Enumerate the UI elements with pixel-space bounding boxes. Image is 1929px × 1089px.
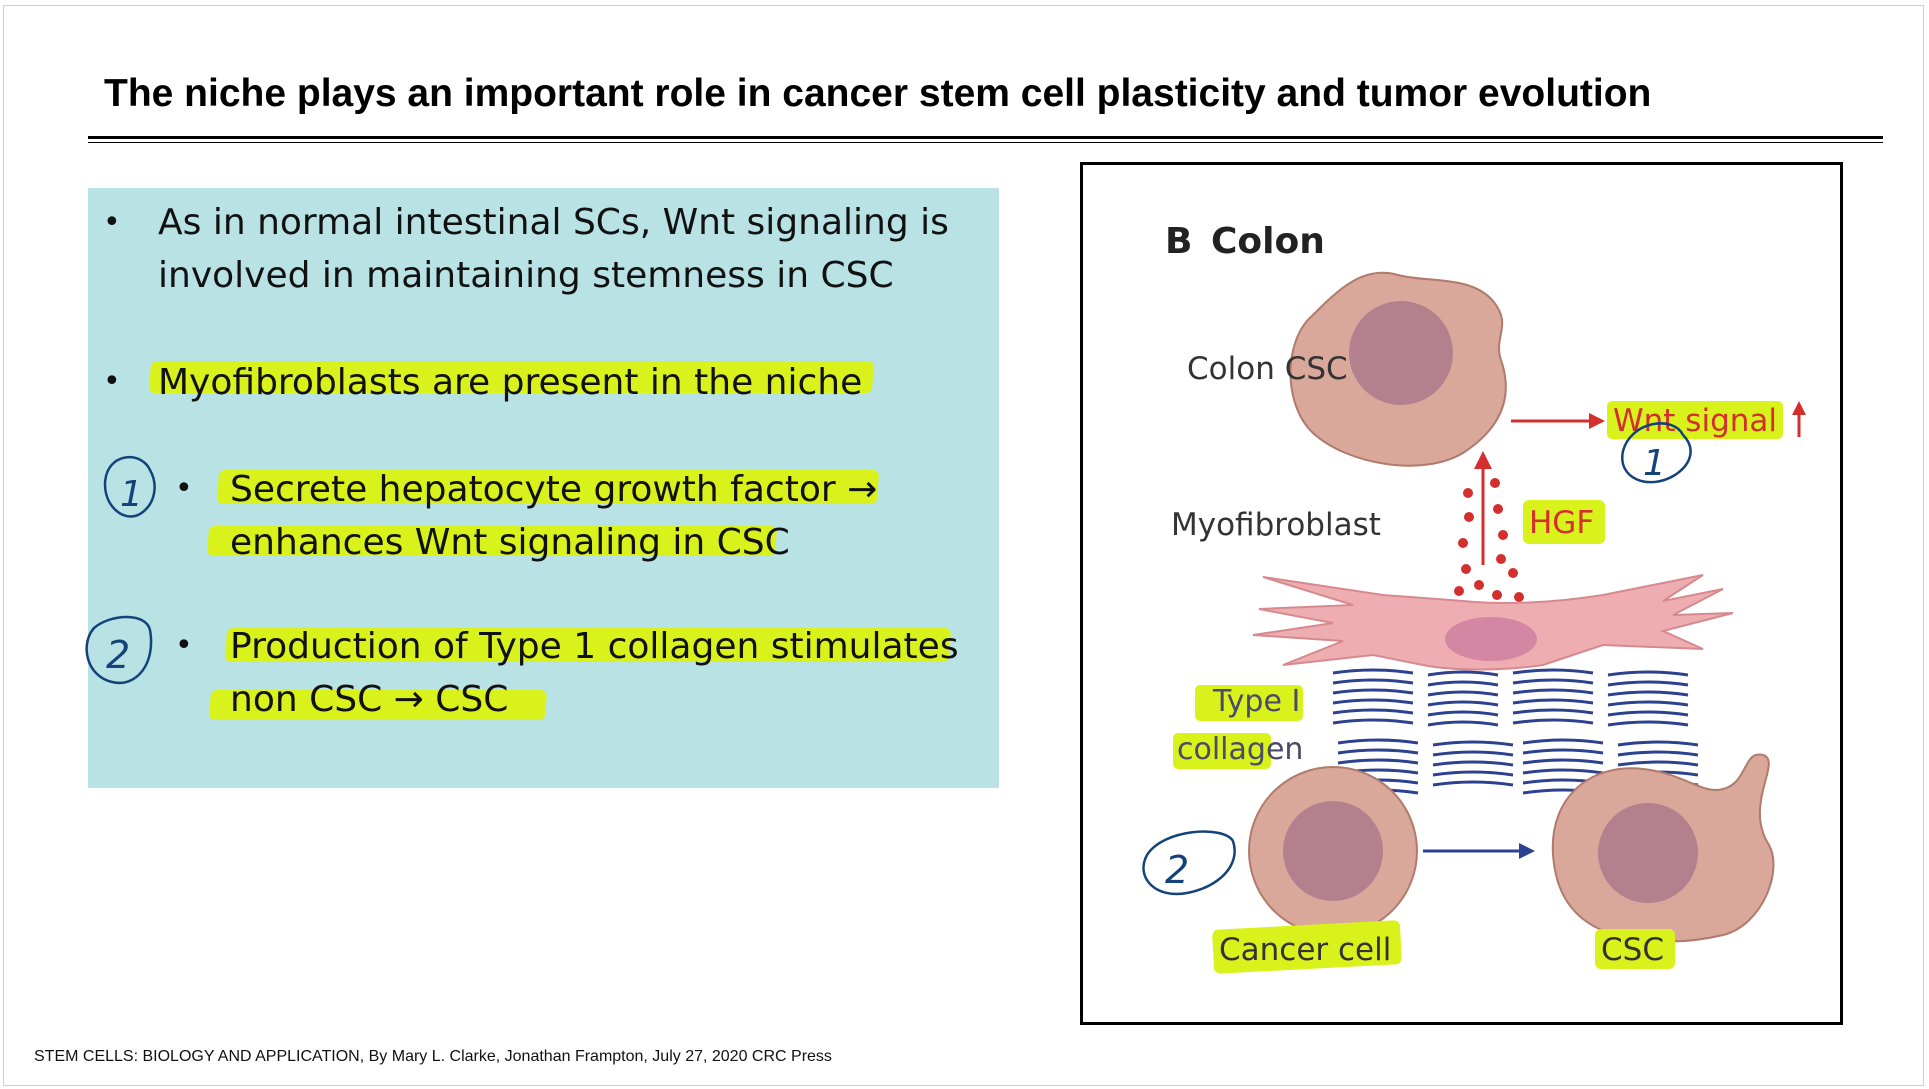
sub-bullet-glyph: •	[175, 628, 193, 663]
sub-bullet-1-line-2: enhances Wnt signaling in CSC	[230, 522, 790, 563]
annotation-number-2: 2	[106, 633, 130, 677]
panel-label: B	[1165, 221, 1192, 262]
csc-nucleus	[1598, 803, 1698, 903]
bullet-2-line-1: Myofibroblasts are present in the niche	[158, 362, 863, 403]
slide-frame	[3, 5, 1924, 1086]
highlight-type1	[1195, 685, 1303, 721]
myofibroblast-nucleus	[1445, 617, 1537, 661]
circle-annotation-2	[85, 615, 153, 685]
label-colon-csc: Colon CSC	[1187, 351, 1348, 387]
label-myofibroblast: Myofibroblast	[1171, 507, 1381, 543]
figure-panel: B Colon Colon CSC Wnt signal	[1080, 162, 1843, 1025]
slide-title: The niche plays an important role in can…	[104, 72, 1652, 115]
sub-bullet-1-line-1: Secrete hepatocyte growth factor →	[230, 469, 878, 510]
annotation-number-2: 2	[1165, 848, 1189, 892]
label-csc: CSC	[1601, 932, 1664, 968]
label-collagen: collagen	[1177, 732, 1303, 767]
circle-annotation-2	[1142, 830, 1236, 896]
label-type1: Type I	[1212, 684, 1300, 719]
bullet-1-line-1: As in normal intestinal SCs, Wnt signali…	[158, 202, 949, 243]
panel-title: Colon	[1211, 221, 1325, 262]
footer-citation: STEM CELLS: BIOLOGY AND APPLICATION, By …	[34, 1048, 832, 1065]
sub-bullet-2-line-2: non CSC → CSC	[230, 679, 509, 720]
bullet-glyph: •	[103, 364, 121, 399]
bullet-glyph: •	[103, 205, 121, 240]
hgf-particles	[1454, 478, 1524, 602]
highlight-collagen	[1173, 733, 1271, 769]
hgf-arrow-head	[1474, 451, 1492, 469]
collagen-fibers	[1332, 668, 1699, 795]
label-wnt-signal: Wnt signal	[1613, 403, 1777, 439]
conversion-arrow-head	[1519, 843, 1535, 859]
title-rule-thick	[88, 136, 1883, 139]
handwritten-annotations-left: 1 2	[85, 455, 156, 685]
bullet-1-line-2: involved in maintaining stemness in CSC	[158, 255, 894, 296]
title-rule-thin	[88, 142, 1883, 143]
sub-bullet-2-line-1: Production of Type 1 collagen stimulates	[230, 626, 959, 667]
circle-annotation-1	[1621, 422, 1692, 484]
annotation-number-1: 1	[1643, 443, 1666, 484]
label-hgf: HGF	[1529, 505, 1594, 541]
highlight-wnt	[1607, 401, 1783, 439]
sub-bullet-glyph: •	[175, 471, 193, 506]
wnt-up-arrow-head	[1792, 401, 1806, 415]
annotation-number-1: 1	[120, 474, 143, 515]
label-cancer-cell: Cancer cell	[1219, 932, 1391, 968]
circle-annotation-1	[103, 455, 156, 518]
cancer-cell-nucleus	[1283, 801, 1383, 901]
highlight-cancer-cell	[1212, 920, 1402, 974]
highlight-csc	[1595, 929, 1675, 969]
colon-niche-diagram: B Colon Colon CSC Wnt signal	[1142, 221, 1806, 974]
colon-csc-nucleus	[1349, 301, 1453, 405]
highlight-hgf	[1523, 500, 1605, 544]
wnt-arrow-head	[1589, 413, 1605, 429]
